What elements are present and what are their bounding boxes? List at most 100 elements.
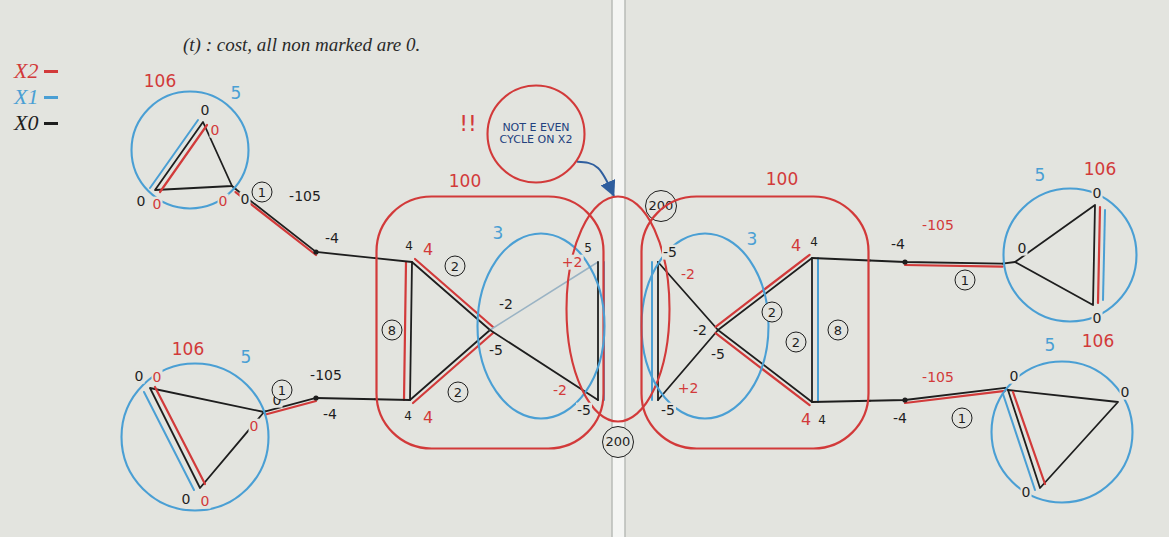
- cost-callout: 2: [445, 256, 466, 277]
- legend-entry: X0: [14, 110, 58, 136]
- weight-label: -5: [576, 403, 592, 418]
- x1-edge: [817, 258, 819, 402]
- exclamation-mark: !!: [458, 112, 478, 135]
- callout-text: NOT E EVEN CYCLE ON X2: [497, 122, 575, 147]
- diagram-title: (t) : cost, all non marked are 0.: [183, 34, 420, 56]
- weight-label: 5: [240, 349, 253, 367]
- x1-circle-border: [642, 234, 769, 419]
- x0-edge: [812, 258, 870, 260]
- x1-edge: [1103, 210, 1105, 300]
- cost-callout: 8: [382, 320, 403, 341]
- x0-edge: [375, 258, 412, 262]
- x0-triangle: [1015, 205, 1095, 305]
- weight-label: 100: [765, 171, 799, 189]
- weight-label: 5: [1034, 167, 1047, 185]
- x1-circle: 1065: [120, 362, 270, 512]
- callout-circle: NOT E EVEN CYCLE ON X2: [486, 84, 586, 184]
- x2-edge: [160, 125, 207, 192]
- weight-label: 0: [1092, 311, 1103, 326]
- edge-cost: 1: [952, 408, 973, 429]
- x2-edge: [155, 387, 205, 484]
- weight-label: 4: [422, 410, 434, 427]
- weight-label: 0: [218, 194, 229, 209]
- edge-cost: 1: [955, 270, 976, 291]
- weight-label: -105: [288, 189, 322, 204]
- callout-circle-border: [488, 86, 585, 183]
- weight-label: 0: [1017, 241, 1028, 256]
- weight-label: -5: [710, 347, 726, 362]
- x1-edge: [144, 392, 194, 490]
- weight-label: 0: [181, 492, 192, 507]
- weight-label: 106: [143, 73, 177, 91]
- weight-label: 0: [210, 123, 221, 138]
- x2-circle-border: [567, 197, 670, 422]
- x1-circle-outline: [120, 362, 270, 512]
- weight-label: 0: [240, 192, 251, 207]
- legend-swatch: [44, 70, 58, 73]
- x1-circle-border: [478, 234, 605, 419]
- weight-label: -2: [552, 383, 568, 398]
- x1-circle-outline: [130, 90, 250, 210]
- weight-label: -2: [680, 267, 696, 282]
- cost-callout: 2: [762, 302, 783, 323]
- weight-label: 3: [746, 231, 759, 249]
- weight-label: +2: [677, 381, 700, 396]
- legend-swatch: [44, 122, 58, 125]
- capacity-callout: 200: [645, 190, 677, 222]
- legend-text: X1: [14, 84, 38, 110]
- x2-edge: [404, 262, 406, 400]
- weight-label: 4: [809, 236, 819, 249]
- x2-edge: [905, 265, 1003, 267]
- weight-label: 106: [1081, 333, 1115, 351]
- weight-label: -4: [322, 407, 338, 422]
- graph-edge: [870, 388, 1005, 401]
- legend-entry: X2: [14, 58, 58, 84]
- x0-edge: [375, 398, 410, 401]
- weight-label: 4: [790, 238, 802, 255]
- weight-label: 0: [134, 369, 145, 384]
- x1-circle: 1065: [130, 90, 250, 210]
- cost-callout: 2: [448, 382, 469, 403]
- weight-label: 0: [1120, 385, 1131, 400]
- graph-edge: [870, 260, 1003, 263]
- weight-label: -2: [692, 323, 708, 338]
- legend-text: X0: [14, 110, 38, 136]
- x2-region-border: [377, 197, 604, 449]
- x2-edge: [716, 255, 810, 327]
- x1-circle-border: [132, 92, 249, 209]
- legend-text: X2: [14, 58, 38, 84]
- weight-label: -4: [890, 237, 906, 252]
- callout-arrow: [578, 162, 614, 196]
- x2-region-border: [642, 197, 869, 449]
- x0-triangle: [1008, 390, 1118, 488]
- weight-label: 0: [152, 197, 163, 212]
- weight-label: 0: [200, 103, 211, 118]
- cost-callout: 2: [786, 332, 807, 353]
- x2-circle-outline: [565, 195, 671, 423]
- weight-label: 4: [403, 410, 413, 423]
- weight-label: 4: [817, 414, 827, 427]
- weight-label: 0: [1021, 485, 1032, 500]
- x2-edge: [1098, 207, 1100, 303]
- weight-label: -4: [892, 411, 908, 426]
- weight-label: -105: [921, 370, 955, 385]
- weight-label: -2: [498, 297, 514, 312]
- weight-label: +2: [561, 255, 584, 270]
- weight-label: 4: [404, 240, 414, 253]
- edge-cost: 1: [272, 380, 293, 401]
- x0-triangle: [155, 122, 232, 190]
- weight-label: 100: [448, 173, 482, 191]
- weight-label: -5: [662, 245, 678, 260]
- weight-label: 3: [492, 225, 505, 243]
- weight-label: 106: [171, 341, 205, 359]
- capacity-callout: 200: [602, 426, 634, 458]
- weight-label: -5: [488, 343, 504, 358]
- weight-label: 0: [1009, 369, 1020, 384]
- weight-label: 0: [1092, 186, 1103, 201]
- x0-edge: [812, 401, 870, 402]
- weight-label: -4: [324, 231, 340, 246]
- weight-label: 0: [249, 419, 260, 434]
- x1-circle-border: [992, 362, 1133, 503]
- weight-label: 4: [800, 412, 812, 429]
